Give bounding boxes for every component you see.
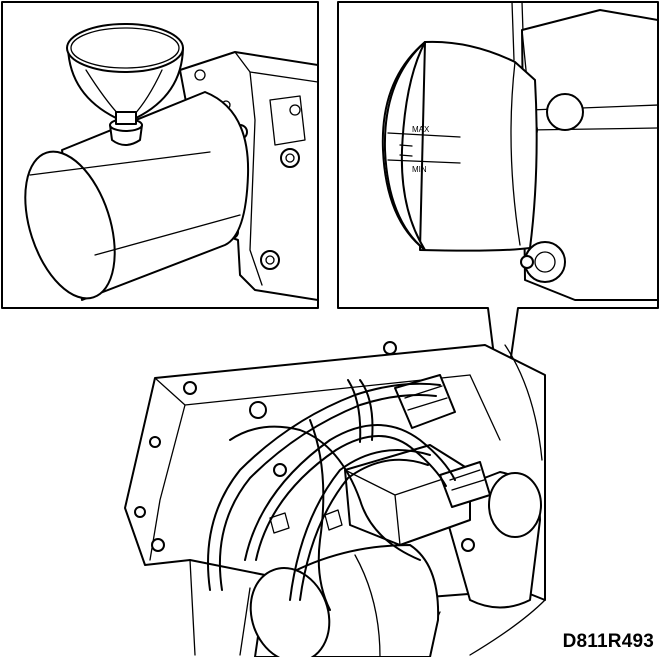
funnel-rim [66,23,184,73]
mount-hole [546,93,584,131]
reservoir-bracket [521,9,657,301]
plate-bolt-hole [151,538,165,552]
bolt-head [260,250,280,270]
main-assembly-view [124,341,546,657]
reservoir-end-cap [24,150,116,300]
valve-block [344,444,471,546]
electrical-connector [394,374,456,429]
reservoir-end [381,41,426,251]
max-label: MAX [412,125,430,134]
plate-bolt-hole [383,341,397,355]
left-panel-frame [1,1,319,309]
min-level-mark [387,159,461,164]
reservoir-body [419,40,538,252]
bolt-head [280,148,300,168]
wire-terminal [269,512,290,534]
funnel-spout [115,111,137,125]
connector-block [439,461,491,508]
figure-code: D811R493 [562,631,654,652]
right-detail-panel: MAX MIN [337,1,659,421]
cable-clamp [249,401,267,419]
max-level-mark [387,132,461,138]
reservoir-cap [488,472,542,538]
left-detail-panel [1,1,319,309]
wiring-harness [207,382,441,591]
min-label: MIN [412,165,427,174]
plate-bolt-hole [183,381,197,395]
wire-terminal [324,509,343,531]
